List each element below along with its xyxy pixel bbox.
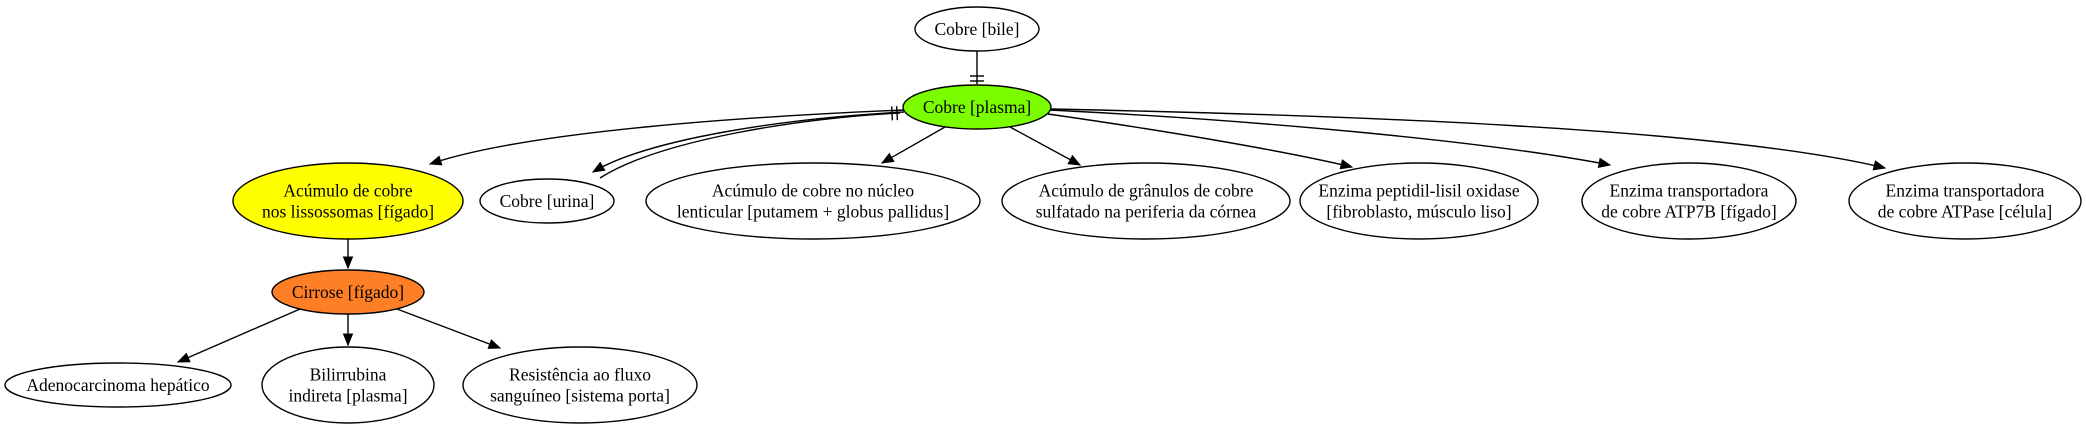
- node-bile-shape: [914, 6, 1040, 52]
- edge-plasma-to-cornea: [1009, 126, 1082, 166]
- node-lenticular-shape: [645, 162, 981, 240]
- node-atpase-label-line: de cobre ATPase [célula]: [1878, 202, 2052, 222]
- node-lisossomas-label-line: Acúmulo de cobre: [283, 181, 412, 201]
- node-lisil: Enzima peptidil-lisil oxidase[fibroblast…: [1299, 162, 1539, 240]
- node-plasma-shape: [902, 84, 1052, 130]
- node-lenticular-label-line: Acúmulo de cobre no núcleo: [712, 181, 914, 201]
- node-lisil-label-line: Enzima peptidil-lisil oxidase: [1318, 181, 1519, 201]
- node-bile-label-line: Cobre [bile]: [934, 19, 1019, 39]
- node-urina: Cobre [urina]: [479, 178, 615, 224]
- node-plasma-label-line: Cobre [plasma]: [923, 97, 1031, 117]
- edge-plasma-to-atpase: [1050, 108, 1887, 171]
- node-atp7b-shape: [1581, 162, 1797, 240]
- edge-plasma-to-atp7b: [1049, 109, 1612, 168]
- node-bilirrubina-shape: [261, 346, 435, 424]
- edge-plasma-to-lisil: [1047, 113, 1354, 170]
- node-cornea-label-line: Acúmulo de grânulos de cobre: [1039, 181, 1254, 201]
- node-adeno-label-line: Adenocarcinoma hepático: [26, 375, 209, 395]
- node-lenticular-label-line: lenticular [putamem + globus pallidus]: [677, 202, 949, 222]
- node-lisossomas-label-line: nos lissossomas [fígado]: [262, 202, 434, 222]
- edges-layer: [176, 51, 1887, 363]
- node-atp7b-label-line: de cobre ATP7B [fígado]: [1601, 202, 1776, 222]
- edge-bile-to-plasma: [970, 51, 984, 84]
- node-urina-label-line: Cobre [urina]: [500, 191, 595, 211]
- node-bile: Cobre [bile]: [914, 6, 1040, 52]
- node-cirrose: Cirrose [fígado]: [271, 269, 425, 315]
- node-plasma: Cobre [plasma]: [902, 84, 1052, 130]
- edge-cirrose-to-adeno: [176, 308, 301, 363]
- node-lisossomas-shape: [232, 162, 464, 240]
- node-cornea-label-line: sulfatado na periferia da córnea: [1036, 202, 1257, 222]
- node-resistencia-shape: [462, 346, 698, 424]
- edge-plasma-to-urina: [591, 111, 905, 173]
- edge-plasma-to-lisossomas: [428, 109, 905, 166]
- edge-lisossomas-to-cirrose: [342, 239, 354, 270]
- edge-plasma-to-lenticular: [880, 126, 946, 164]
- nodes-layer: Cobre [bile] Cobre [plasma] Acúmulo de cob…: [4, 6, 2082, 424]
- node-adeno-shape: [4, 362, 232, 408]
- node-bilirrubina-label-line: Bilirrubina: [310, 365, 387, 385]
- node-cirrose-label-line: Cirrose [fígado]: [292, 282, 404, 302]
- node-cornea-shape: [1001, 162, 1291, 240]
- node-urina-shape: [479, 178, 615, 224]
- edge-cirrose-to-resistencia: [396, 308, 502, 349]
- node-atpase-shape: [1848, 162, 2082, 240]
- edge-cirrose-to-bilirrubina: [342, 314, 354, 347]
- node-adeno: Adenocarcinoma hepático: [4, 362, 232, 408]
- node-resistencia-label-line: sanguíneo [sistema porta]: [490, 386, 670, 406]
- edge-urina-to-plasma: [599, 106, 901, 179]
- node-resistencia-label-line: Resistência ao fluxo: [509, 365, 651, 385]
- node-atp7b-label-line: Enzima transportadora: [1610, 181, 1769, 201]
- node-cirrose-shape: [271, 269, 425, 315]
- node-atpase-label-line: Enzima transportadora: [1886, 181, 2045, 201]
- node-lisil-label-line: [fibroblasto, músculo liso]: [1326, 202, 1511, 222]
- node-lisil-shape: [1299, 162, 1539, 240]
- node-bilirrubina-label-line: indireta [plasma]: [288, 386, 407, 406]
